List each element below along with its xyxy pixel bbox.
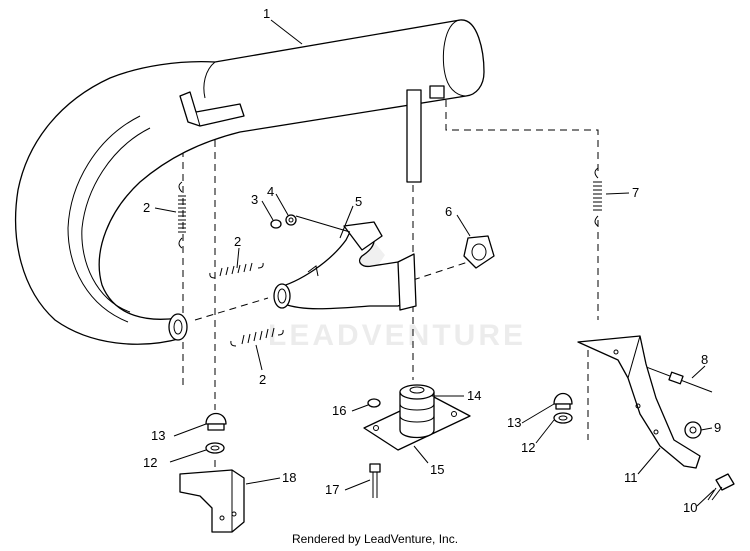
callout-17: 17 (325, 482, 339, 497)
spring-upper-left (178, 181, 186, 249)
callout-7: 7 (632, 185, 639, 200)
callout-18: 18 (282, 470, 296, 485)
left-bracket (179, 469, 245, 533)
bolt (369, 463, 381, 498)
callout-9: 9 (714, 420, 721, 435)
spring-lower (230, 327, 284, 347)
washer-left (205, 442, 225, 454)
callout-2-middle: 2 (234, 234, 241, 249)
callout-10: 10 (683, 500, 697, 515)
callout-13-left: 13 (151, 428, 165, 443)
callout-12-right: 12 (521, 440, 535, 455)
callout-4: 4 (267, 184, 274, 199)
muffler (15, 19, 485, 345)
callout-16: 16 (332, 403, 346, 418)
callout-11: 11 (624, 470, 638, 485)
nut (270, 219, 282, 229)
callout-6: 6 (445, 204, 452, 219)
render-credit: Rendered by LeadVenture, Inc. (291, 532, 459, 546)
y-pipe (273, 221, 417, 311)
callout-14: 14 (467, 388, 481, 403)
callout-13-right: 13 (507, 415, 521, 430)
grommet-left (205, 412, 227, 431)
grommet-right (553, 392, 573, 410)
washer-right (553, 412, 573, 424)
callout-leaders (154, 19, 715, 507)
nut-right (684, 421, 702, 439)
callout-2-lower: 2 (259, 372, 266, 387)
spring-right (593, 167, 602, 227)
gasket (463, 235, 495, 269)
callout-12-left: 12 (143, 455, 157, 470)
callout-5: 5 (355, 194, 362, 209)
rubber-mount (399, 384, 435, 439)
callout-1: 1 (263, 6, 270, 21)
callout-labels: 1 2 2 2 3 4 5 6 7 8 9 10 11 12 12 13 13 … (143, 6, 721, 515)
callout-8: 8 (701, 352, 708, 367)
callout-3: 3 (251, 192, 258, 207)
callout-2-upper: 2 (143, 200, 150, 215)
right-bracket (577, 335, 701, 469)
small-washer (367, 398, 381, 408)
watermark-text: LEADVENTURE (268, 319, 526, 352)
washer (285, 214, 297, 226)
spring-middle (209, 262, 264, 279)
screw (707, 473, 735, 501)
callout-15: 15 (430, 462, 444, 477)
